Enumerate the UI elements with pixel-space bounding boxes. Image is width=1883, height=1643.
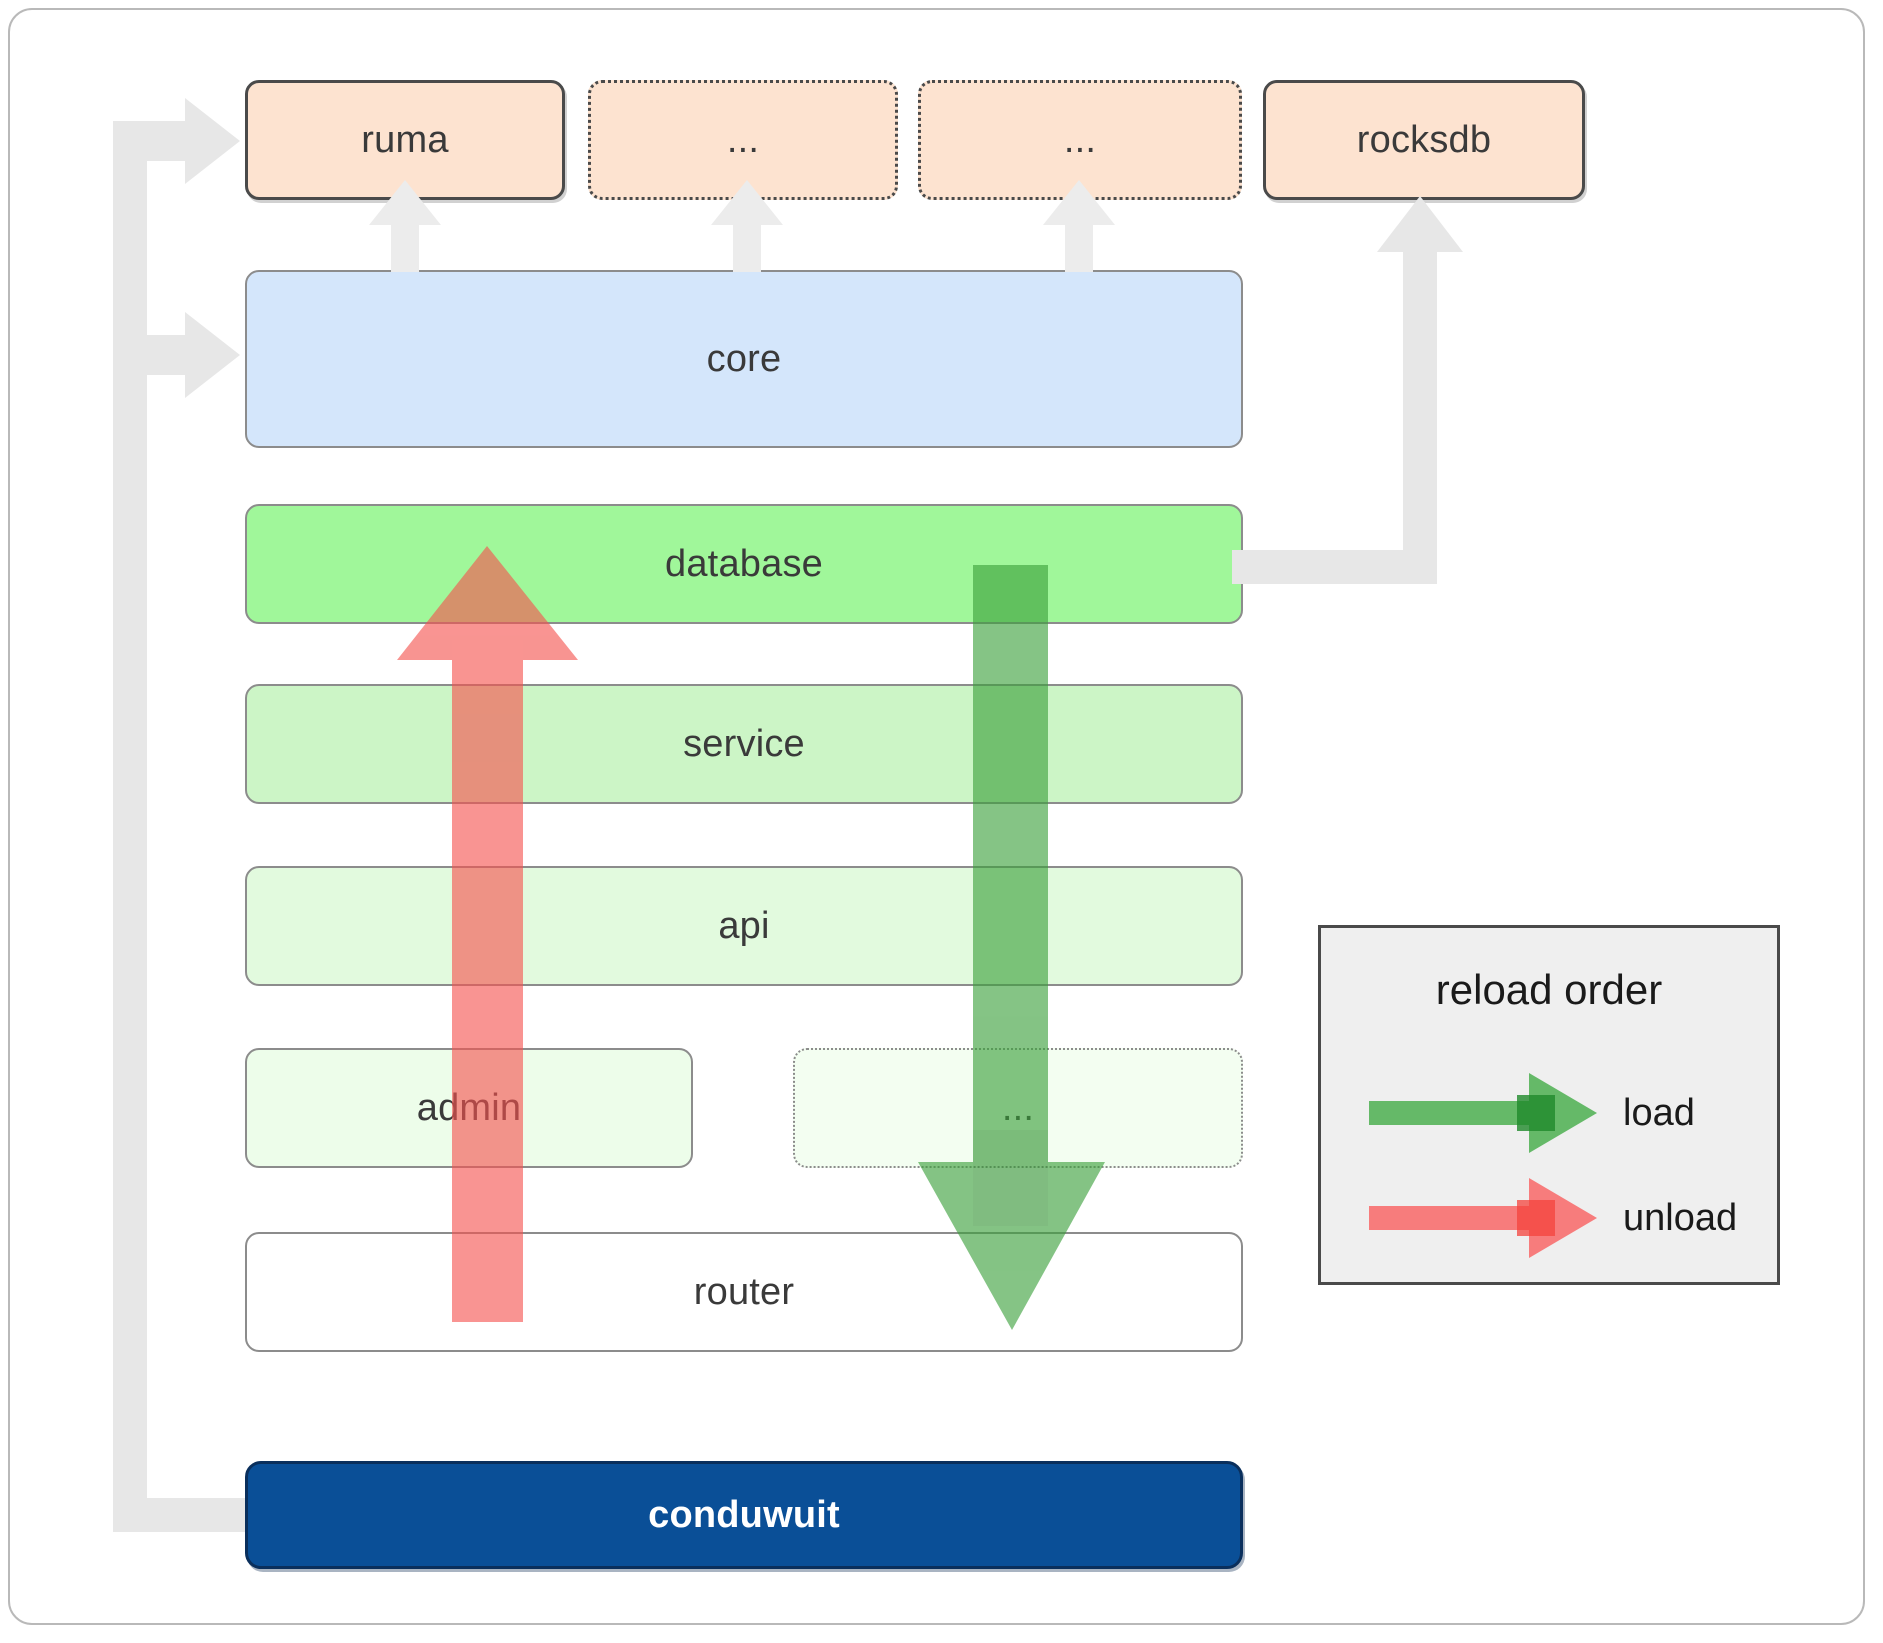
legend-panel: reload order load unload — [1318, 925, 1780, 1285]
layer-box-core[interactable]: core — [245, 270, 1243, 448]
root-box-conduwuit[interactable]: conduwuit — [245, 1461, 1243, 1569]
layer-box-database[interactable]: database — [245, 504, 1243, 624]
legend-title: reload order — [1435, 966, 1663, 1013]
layer-label: ... — [1001, 1086, 1035, 1129]
layer-label: api — [718, 904, 770, 947]
dependency-box-ellipsis-2[interactable]: ... — [918, 80, 1242, 200]
legend-row-unload: unload — [1369, 1178, 1737, 1258]
load-arrow-icon — [1369, 1073, 1597, 1153]
layer-label: router — [693, 1270, 795, 1313]
diagram-frame — [8, 8, 1865, 1625]
layer-box-api[interactable]: api — [245, 866, 1243, 986]
unload-arrow-icon — [1369, 1178, 1597, 1258]
dependency-label: ruma — [361, 118, 449, 161]
dependency-label: ... — [726, 118, 760, 161]
layer-label: service — [683, 722, 805, 765]
legend-label-load: load — [1623, 1091, 1695, 1134]
dependency-box-rocksdb[interactable]: rocksdb — [1263, 80, 1585, 200]
layer-box-service[interactable]: service — [245, 684, 1243, 804]
dependency-label: rocksdb — [1356, 118, 1492, 161]
layer-box-router[interactable]: router — [245, 1232, 1243, 1352]
dependency-box-ruma[interactable]: ruma — [245, 80, 565, 200]
layer-label: core — [706, 337, 782, 380]
layer-box-ellipsis[interactable]: ... — [793, 1048, 1243, 1168]
legend-row-load: load — [1369, 1073, 1695, 1153]
layer-label: database — [665, 542, 823, 585]
legend-label-unload: unload — [1623, 1196, 1738, 1239]
layer-box-admin[interactable]: admin — [245, 1048, 693, 1168]
dependency-box-ellipsis-1[interactable]: ... — [588, 80, 898, 200]
root-label: conduwuit — [648, 1493, 840, 1536]
layer-label: admin — [416, 1086, 522, 1129]
dependency-label: ... — [1063, 118, 1097, 161]
